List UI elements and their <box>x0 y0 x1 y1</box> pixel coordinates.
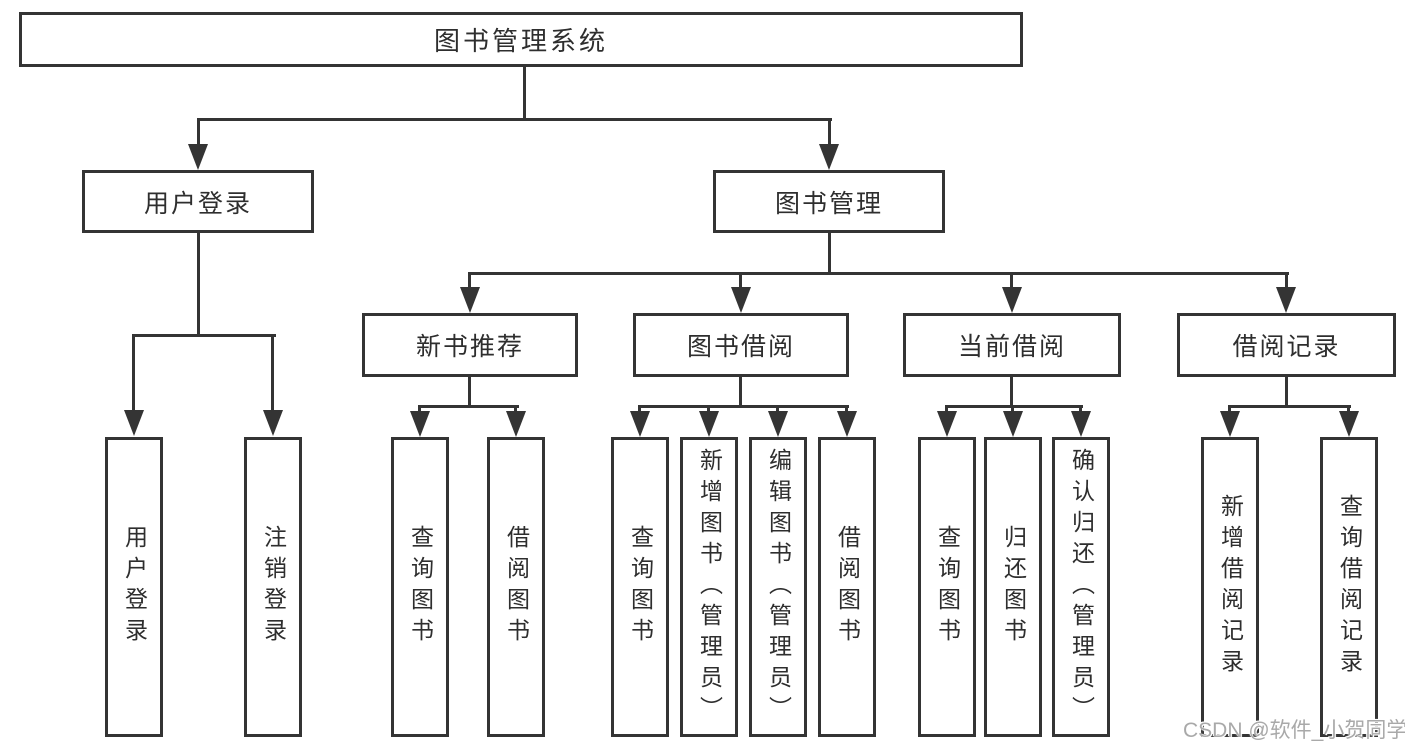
node-borrow-record-label: 借阅记录 <box>1232 333 1341 361</box>
arrowhead-down-icon <box>731 287 751 313</box>
connector-line <box>1010 375 1013 408</box>
leaf-add-borrow-record-label: 新增借阅记录 <box>1217 494 1244 680</box>
csdn-watermark: CSDN @软件_小贺同学 <box>1183 719 1405 742</box>
leaf-add-book-admin-label: 新增图书（管理员） <box>696 447 723 727</box>
leaf-borrow-books-recommend-label: 借阅图书 <box>503 525 530 649</box>
arrowhead-down-icon <box>1002 287 1022 313</box>
node-book-management-label: 图书管理 <box>774 189 883 218</box>
connector-line <box>418 405 421 414</box>
leaf-borrow-books-recommend: 借阅图书 <box>487 437 545 737</box>
arrowhead-down-icon <box>1339 411 1359 437</box>
leaf-query-books-recommend-label: 查询图书 <box>407 525 434 649</box>
connector-line <box>1228 405 1231 414</box>
leaf-confirm-return-admin: 确认归还（管理员） <box>1052 437 1110 737</box>
connector-line <box>197 118 832 121</box>
leaf-return-book: 归还图书 <box>984 437 1042 737</box>
connector-line <box>468 272 1289 275</box>
node-user-login: 用户登录 <box>82 170 314 233</box>
node-borrow-record: 借阅记录 <box>1177 313 1396 377</box>
leaf-edit-book-admin: 编辑图书（管理员） <box>749 437 807 737</box>
connector-line <box>1010 272 1013 289</box>
connector-line <box>523 67 526 121</box>
connector-line <box>468 375 471 408</box>
connector-line <box>707 405 710 414</box>
leaf-query-books-recommend: 查询图书 <box>391 437 449 737</box>
node-new-book-recommend: 新书推荐 <box>362 313 578 377</box>
leaf-user-login: 用户登录 <box>105 437 163 737</box>
arrowhead-down-icon <box>1003 411 1023 437</box>
arrowhead-down-icon <box>630 411 650 437</box>
connector-line <box>1079 405 1082 414</box>
arrowhead-down-icon <box>837 411 857 437</box>
connector-line <box>197 233 200 337</box>
node-new-book-recommend-label: 新书推荐 <box>415 333 524 361</box>
arrowhead-down-icon <box>1071 411 1091 437</box>
connector-line <box>132 334 135 412</box>
node-current-borrow-label: 当前借阅 <box>957 333 1066 361</box>
connector-line <box>1347 405 1350 414</box>
connector-line <box>776 405 779 414</box>
leaf-logout: 注销登录 <box>244 437 302 737</box>
node-book-management: 图书管理 <box>713 170 945 233</box>
leaf-borrow-books-label: 借阅图书 <box>834 525 861 649</box>
arrowhead-down-icon <box>1220 411 1240 437</box>
connector-line <box>418 405 519 408</box>
leaf-confirm-return-admin-label: 确认归还（管理员） <box>1068 447 1095 727</box>
node-root: 图书管理系统 <box>19 12 1023 67</box>
arrowhead-down-icon <box>124 410 144 436</box>
arrowhead-down-icon <box>937 411 957 437</box>
arrowhead-down-icon <box>263 410 283 436</box>
leaf-user-login-label: 用户登录 <box>121 525 148 649</box>
connector-line <box>1285 375 1288 408</box>
connector-line <box>468 272 471 289</box>
connector-line <box>828 233 831 275</box>
connector-line <box>845 405 848 414</box>
arrowhead-down-icon <box>506 411 526 437</box>
node-root-label: 图书管理系统 <box>433 26 608 56</box>
connector-line <box>945 405 1083 408</box>
connector-line <box>828 118 831 146</box>
node-book-borrow: 图书借阅 <box>633 313 849 377</box>
connector-line <box>271 334 274 412</box>
leaf-return-book-label: 归还图书 <box>1000 525 1027 649</box>
connector-line <box>1228 405 1351 408</box>
leaf-query-borrow-record-label: 查询借阅记录 <box>1336 494 1363 680</box>
connector-line <box>514 405 517 414</box>
arrowhead-down-icon <box>188 144 208 170</box>
leaf-add-borrow-record: 新增借阅记录 <box>1201 437 1259 737</box>
connector-line <box>197 118 200 146</box>
leaf-query-borrow-record: 查询借阅记录 <box>1320 437 1378 737</box>
leaf-edit-book-admin-label: 编辑图书（管理员） <box>765 447 792 727</box>
leaf-add-book-admin: 新增图书（管理员） <box>680 437 738 737</box>
connector-line <box>132 334 276 337</box>
leaf-borrow-books: 借阅图书 <box>818 437 876 737</box>
node-book-borrow-label: 图书借阅 <box>686 333 795 361</box>
connector-line <box>945 405 948 414</box>
node-user-login-label: 用户登录 <box>143 189 252 218</box>
leaf-query-books-borrow-label: 查询图书 <box>627 525 654 649</box>
arrowhead-down-icon <box>460 287 480 313</box>
leaf-logout-label: 注销登录 <box>260 525 287 649</box>
leaf-query-books-current: 查询图书 <box>918 437 976 737</box>
connector-line <box>638 405 849 408</box>
leaf-query-books-current-label: 查询图书 <box>934 525 961 649</box>
arrowhead-down-icon <box>699 411 719 437</box>
connector-line <box>1285 272 1288 289</box>
leaf-query-books-borrow: 查询图书 <box>611 437 669 737</box>
node-current-borrow: 当前借阅 <box>903 313 1121 377</box>
arrowhead-down-icon <box>410 411 430 437</box>
connector-line <box>1011 405 1014 414</box>
connector-line <box>739 375 742 408</box>
connector-line <box>739 272 742 289</box>
arrowhead-down-icon <box>819 144 839 170</box>
arrowhead-down-icon <box>1276 287 1296 313</box>
arrowhead-down-icon <box>768 411 788 437</box>
connector-line <box>638 405 641 414</box>
